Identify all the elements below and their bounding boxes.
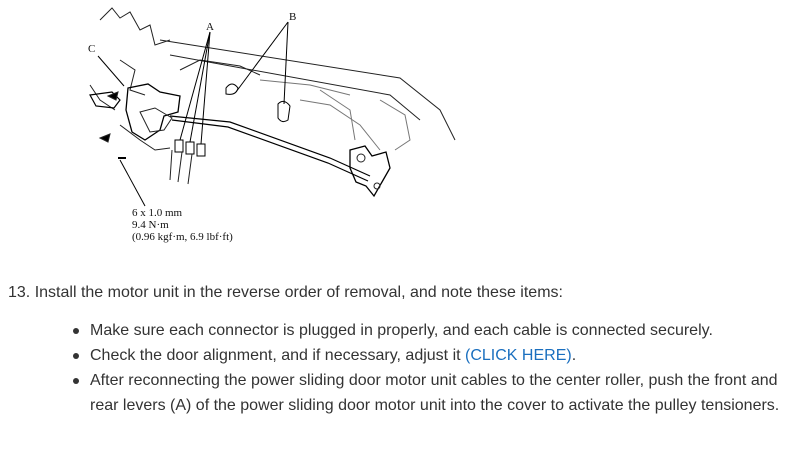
torque-spec-line: 9.4 N·m [132,219,169,231]
note-text: After reconnecting the power sliding doo… [90,372,780,414]
torque-spec: 6 x 1.0 mm 9.4 N·m (0.96 kgf·m, 6.9 lbf·… [132,207,233,243]
note-text: Make sure each connector is plugged in p… [90,322,713,339]
callout-a-label: A [206,21,214,33]
note-text: Check the door alignment, and if necessa… [90,347,466,364]
list-item: Make sure each connector is plugged in p… [66,318,796,343]
bullet-dot [73,353,79,359]
note-text-end: . [571,347,577,364]
torque-spec-line: (0.96 kgf·m, 6.9 lbf·ft) [132,231,233,243]
door-alignment-link[interactable]: (CLICK HERE) [465,347,572,364]
bullet-dot [73,378,79,384]
torque-spec-line: 6 x 1.0 mm [132,207,183,219]
callout-b-label: B [289,11,296,23]
step-notes-list: Make sure each connector is plugged in p… [66,318,796,418]
list-item: Check the door alignment, and if necessa… [66,343,796,368]
callout-c-label: C [88,43,95,55]
motor-unit-illustration: A B C [88,7,456,207]
step-13: 13. Install the motor unit in the revers… [8,283,563,303]
list-item: After reconnecting the power sliding doo… [66,368,796,418]
motor-unit-diagram: A B C [60,0,460,258]
step-number: 13. [8,284,31,301]
step-text: Install the motor unit in the reverse or… [34,284,563,301]
bullet-dot [73,328,79,334]
